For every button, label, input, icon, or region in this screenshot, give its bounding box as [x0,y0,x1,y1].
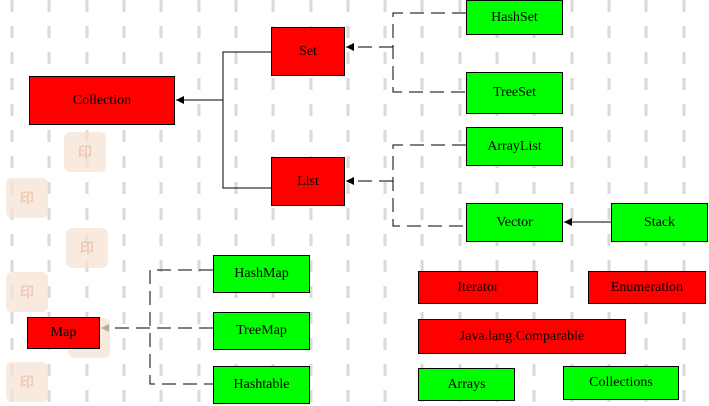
node-hashmap: HashMap [213,255,310,293]
edge-arraylist-vector-to-list [392,144,466,227]
node-set: Set [271,27,345,76]
node-collections: Collections [563,366,679,400]
node-enumeration: Enumeration [588,271,706,304]
node-comparable: Java.lang.Comparable [418,319,626,354]
edge-maps-to-map [149,269,213,385]
node-iterator: Iterator [418,271,538,304]
node-hashset: HashSet [466,0,563,35]
node-stack: Stack [611,203,708,242]
node-treeset: TreeSet [466,72,563,114]
node-list: List [271,157,345,206]
node-collection: Collection [29,76,175,125]
node-treemap: TreeMap [213,312,310,350]
node-map: Map [27,317,100,349]
watermark-stamp-3: 印 [66,228,108,268]
watermark-stamp-6: 印 [6,362,48,402]
node-arrays: Arrays [418,368,515,401]
node-arraylist: ArrayList [466,127,563,166]
node-hashtable: Hashtable [213,366,310,404]
node-vector: Vector [466,203,563,242]
watermark-stamp-2: 印 [6,178,48,218]
edge-set-list-to-collection [222,51,271,189]
watermark-stamp-4: 印 [6,272,48,312]
watermark-stamp-1: 印 [64,132,106,172]
edge-hashset-treeset-to-set [392,12,466,93]
